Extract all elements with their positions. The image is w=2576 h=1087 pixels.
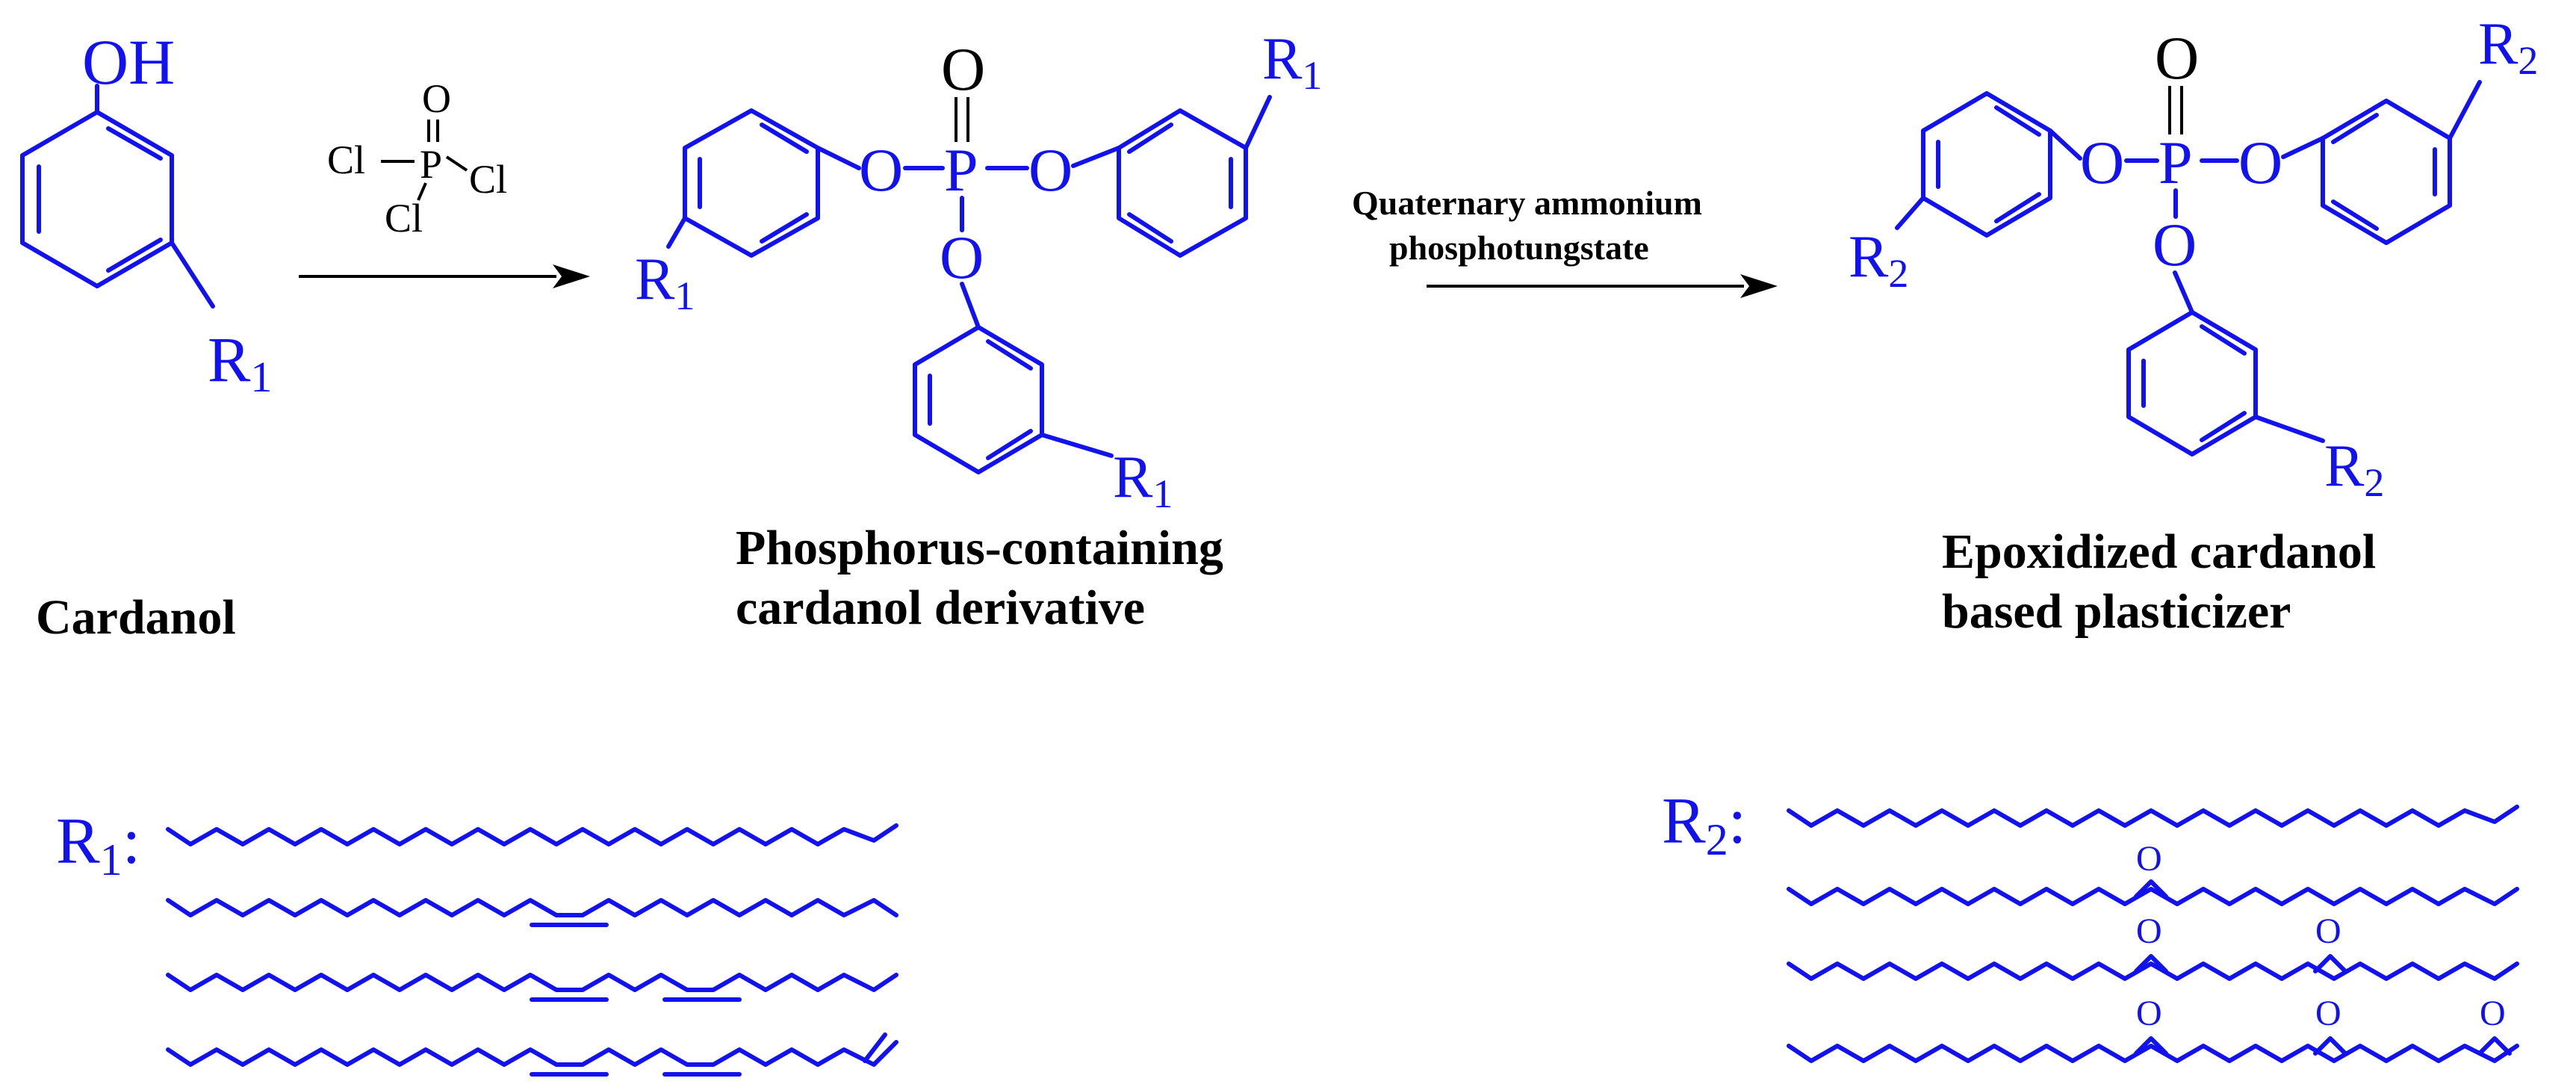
phosphate-o-left: O: [859, 136, 903, 204]
reagent-cl-bottom-label: Cl: [385, 196, 423, 241]
r1-triene-chain: [166, 1032, 899, 1077]
r2-definition-label: R2:: [1662, 785, 1746, 864]
epoxidized-plasticizer-structure: R2 O P O O O R2 R2: [1849, 11, 2538, 505]
phosphate-derivative-label-line2: cardanol derivative: [736, 580, 1145, 635]
plasticizer-label-line2: based plasticizer: [1942, 584, 2291, 639]
plasticizer-oxo-o: O: [2155, 24, 2199, 92]
r1-definition-label: R1:: [56, 805, 140, 885]
r2-diepoxide-chain: O O: [1787, 911, 2519, 981]
r1-monoene-chain: [166, 898, 899, 927]
reagent-p-label: P: [420, 142, 442, 187]
cardanol-label: Cardanol: [36, 590, 236, 645]
plasticizer-o-right: O: [2238, 128, 2282, 196]
plasticizer-o-left: O: [2080, 128, 2124, 196]
r1-diene-chain: [166, 973, 899, 1002]
phosphate-o-right: O: [1028, 136, 1073, 204]
phosphate-r1-left-label: R1: [635, 247, 695, 318]
phosphate-derivative-label-line1: Phosphorus-containing: [736, 521, 1223, 575]
r2-diepoxide-o-2: O: [2315, 911, 2341, 951]
reagent-o-label: O: [422, 76, 451, 121]
plasticizer-label-line1: Epoxidized cardanol: [1942, 524, 2376, 579]
cardanol-r-label: R1: [208, 323, 272, 401]
phosphate-oxo-o: O: [941, 35, 985, 103]
reagent-cl-right-label: Cl: [469, 157, 507, 202]
cardanol-oh-label: OH: [82, 26, 175, 98]
r2-triepoxide-o-1: O: [2136, 994, 2162, 1033]
r2-triepoxide-o-2: O: [2315, 994, 2341, 1033]
phosphate-derivative-structure: R1 O P O O O R1 R1: [635, 26, 1322, 516]
r2-monoepoxide-chain: O: [1787, 839, 2519, 906]
r2-triepoxide-chain: O O O: [1787, 994, 2519, 1063]
plasticizer-r2-bottom-label: R2: [2324, 433, 2384, 505]
reaction-arrow-2: [1427, 274, 1778, 298]
phosphate-o-bottom: O: [940, 223, 984, 291]
r2-triepoxide-o-3: O: [2480, 994, 2506, 1033]
phosphate-r1-bottom-label: R1: [1113, 445, 1173, 516]
phosphate-p-atom: P: [944, 136, 978, 204]
r1-saturated-chain: [166, 823, 899, 846]
reagent-cl-left-label: Cl: [327, 137, 365, 182]
phosphate-r1-right-label: R1: [1262, 26, 1322, 98]
cardanol-structure: OH R1: [20, 26, 272, 401]
r2-saturated-chain: [1787, 805, 2519, 828]
plasticizer-o-bottom: O: [2153, 211, 2197, 279]
plasticizer-r2-right-label: R2: [2478, 11, 2538, 83]
catalyst-label-line1: Quaternary ammonium: [1352, 184, 1702, 222]
plasticizer-p-atom: P: [2158, 128, 2193, 196]
r2-monoepoxide-o: O: [2136, 839, 2162, 879]
pocl3-reagent: O P Cl Cl Cl: [327, 76, 507, 241]
reaction-arrow-1: [299, 264, 590, 288]
r2-diepoxide-o-1: O: [2136, 911, 2162, 951]
plasticizer-r2-left-label: R2: [1849, 224, 1908, 296]
catalyst-label-line2: phosphotungstate: [1389, 229, 1649, 267]
